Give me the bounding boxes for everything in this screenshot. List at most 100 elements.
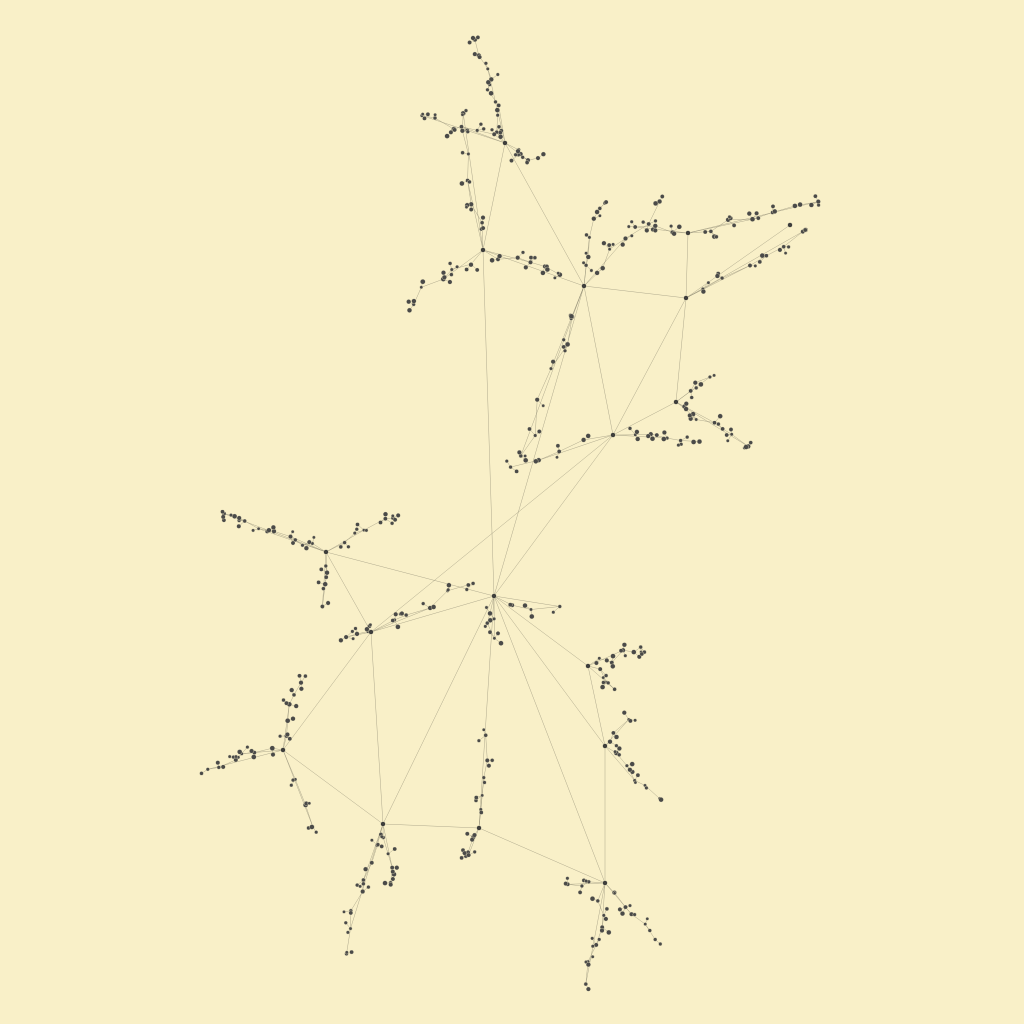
graph-node: [432, 115, 438, 121]
graph-edge: [493, 434, 614, 597]
graph-node: [498, 130, 503, 135]
graph-hub-node: [368, 629, 374, 635]
graph-edge: [695, 376, 710, 383]
graph-edge: [534, 399, 538, 436]
graph-node: [690, 439, 697, 445]
graph-node: [660, 194, 665, 199]
graph-edge: [685, 224, 791, 299]
graph-node: [316, 580, 321, 585]
graph-node: [285, 718, 291, 724]
graph-edge: [589, 218, 595, 238]
graph-edge: [612, 401, 677, 436]
graph-node: [514, 469, 519, 474]
graph-node: [446, 587, 451, 592]
graph-node: [643, 922, 648, 926]
graph-edge: [371, 845, 378, 863]
graph-node: [606, 680, 611, 685]
graph-edge: [322, 551, 327, 607]
graph-edge: [325, 551, 372, 633]
graph-node: [629, 761, 635, 767]
graph-node: [646, 221, 651, 227]
graph-edge: [370, 631, 384, 825]
graph-edge: [597, 882, 606, 901]
graph-node: [342, 910, 346, 914]
graph-node: [629, 233, 634, 238]
graph-node: [620, 242, 626, 248]
graph-node: [467, 179, 472, 185]
graph-node: [486, 763, 492, 769]
graph-node: [394, 865, 400, 871]
graph-node: [288, 534, 293, 539]
graph-node: [472, 832, 477, 838]
graph-node: [563, 881, 569, 886]
graph-node: [644, 785, 649, 790]
graph-edge: [489, 595, 495, 614]
graph-edge: [346, 928, 351, 954]
graph-edge: [722, 265, 751, 279]
graph-node: [270, 524, 276, 530]
graph-node: [770, 204, 776, 209]
graph-node: [527, 426, 532, 432]
graph-node: [459, 180, 465, 187]
graph-node: [516, 449, 522, 455]
graph-node: [644, 227, 650, 233]
graph-node: [603, 673, 609, 678]
graph-edge: [538, 434, 614, 461]
graph-node: [532, 255, 538, 260]
graph-node: [220, 764, 226, 770]
graph-node: [523, 454, 527, 458]
graph-node: [364, 626, 370, 632]
graph-edge: [680, 440, 700, 442]
graph-node: [555, 455, 559, 460]
graph-edge: [538, 451, 560, 461]
graph-node: [528, 259, 533, 265]
graph-node: [361, 881, 366, 886]
graph-node: [783, 251, 788, 255]
graph-node: [477, 54, 482, 60]
graph-node: [816, 203, 821, 208]
graph-node: [484, 605, 489, 610]
graph-node: [480, 225, 486, 231]
graph-edge: [350, 891, 363, 911]
graph-node: [303, 673, 308, 679]
graph-node: [383, 516, 388, 521]
graph-node: [617, 752, 622, 757]
graph-node: [653, 218, 658, 223]
graph-node: [481, 126, 486, 131]
graph-node: [534, 397, 540, 403]
graph-node: [468, 262, 474, 268]
graph-edge: [585, 882, 606, 985]
graph-edge: [550, 285, 585, 369]
graph-edge: [504, 142, 585, 287]
graph-node: [561, 337, 566, 342]
graph-node: [388, 882, 394, 887]
graph-node: [597, 666, 603, 672]
graph-hub-node: [323, 549, 329, 555]
graph-node: [613, 734, 620, 740]
graph-node: [585, 254, 591, 260]
graph-node: [354, 631, 360, 637]
graph-node: [256, 526, 261, 531]
graph-node: [469, 837, 475, 843]
graph-node: [653, 937, 658, 942]
graph-node: [524, 160, 530, 165]
graph-node: [266, 527, 272, 533]
graph-edge: [613, 719, 629, 734]
graph-node: [600, 265, 606, 271]
graph-node: [541, 403, 545, 408]
graph-edge: [702, 277, 723, 290]
graph-node: [242, 518, 247, 524]
graph-node: [687, 413, 693, 418]
graph-node: [419, 285, 424, 290]
graph-node: [448, 129, 454, 135]
graph-node: [307, 801, 312, 806]
graph-node: [724, 432, 729, 438]
graph-node: [756, 215, 761, 221]
graph-edge: [382, 823, 480, 829]
graph-node: [487, 610, 493, 616]
graph-node: [355, 522, 360, 527]
graph-node: [495, 631, 501, 636]
graph-edge: [536, 368, 552, 400]
graph-node: [606, 242, 612, 248]
graph-node: [549, 366, 553, 371]
